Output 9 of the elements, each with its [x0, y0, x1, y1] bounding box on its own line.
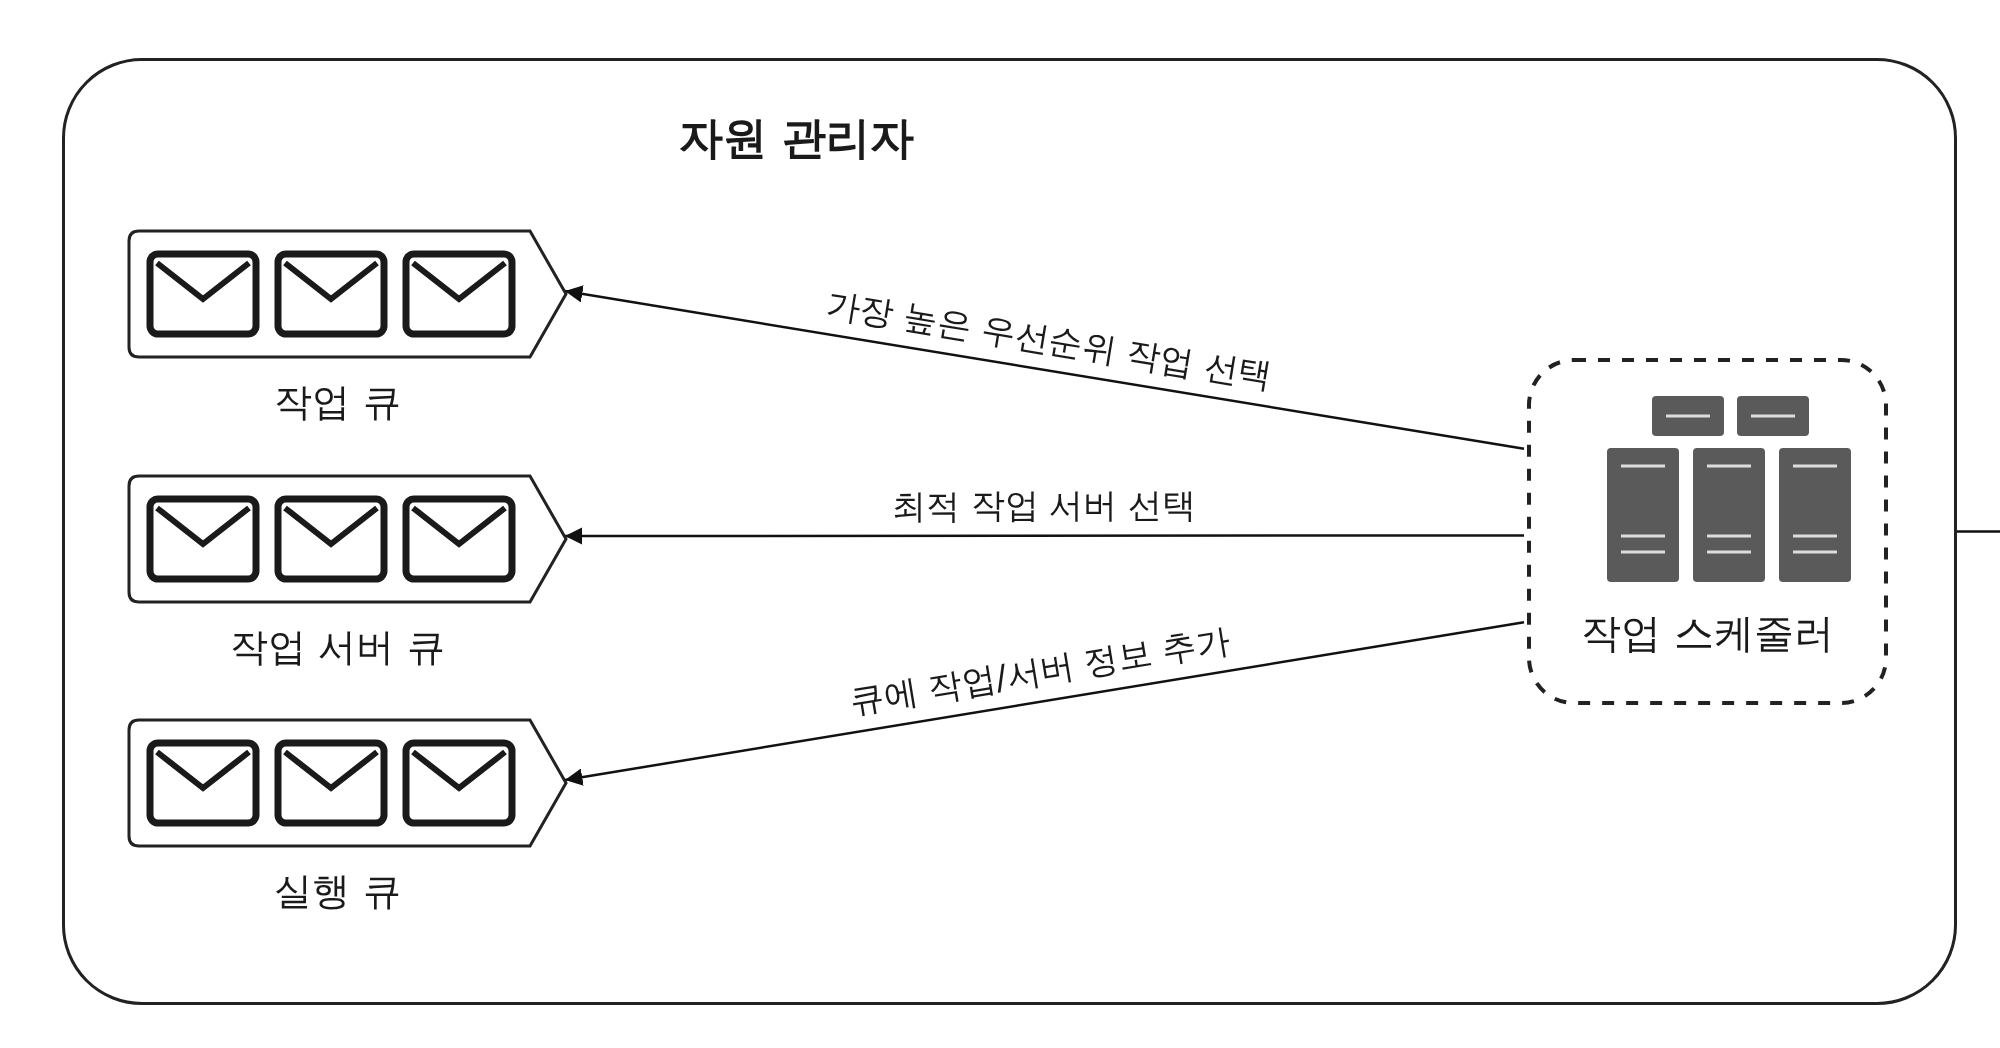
resource-manager-panel: [62, 58, 1957, 1005]
queue-label: 작업 큐: [273, 379, 402, 426]
scheduler-label: 작업 스케줄러: [1580, 609, 1835, 658]
arrow: [564, 285, 1525, 450]
queue-label: 실행 큐: [273, 868, 402, 915]
queue-label: 작업 서버 큐: [229, 624, 446, 671]
arrow: [565, 527, 1524, 545]
panel-title: 자원 관리자: [679, 111, 915, 165]
arrow: [564, 620, 1525, 786]
